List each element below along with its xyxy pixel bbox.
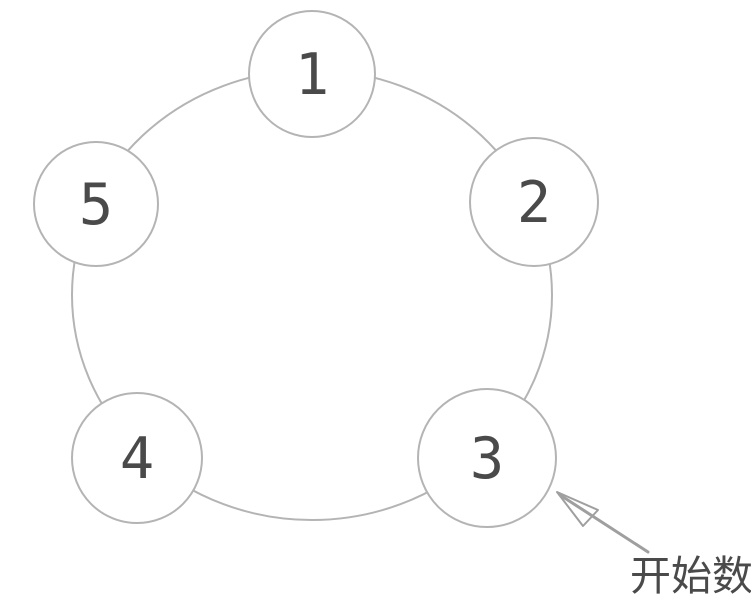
node-5: 5 [33, 141, 159, 267]
node-1: 1 [248, 10, 376, 138]
node-2-circle [469, 137, 599, 267]
node-3-label: 3 [470, 426, 504, 492]
node-4: 4 [71, 392, 203, 524]
node-5-label: 5 [79, 172, 113, 238]
node-5-circle [33, 141, 159, 267]
start-annotation: 开始数 [556, 491, 751, 600]
node-4-circle [71, 392, 203, 524]
node-3: 3 [417, 388, 557, 528]
node-2: 2 [469, 137, 599, 267]
node-2-label: 2 [517, 170, 551, 236]
node-1-circle [248, 10, 376, 138]
node-3-circle [417, 388, 557, 528]
node-1-label: 1 [295, 42, 329, 108]
node-4-label: 4 [120, 426, 154, 492]
annotation-label: 开始数 [630, 552, 751, 600]
arrow-shaft [558, 493, 650, 554]
